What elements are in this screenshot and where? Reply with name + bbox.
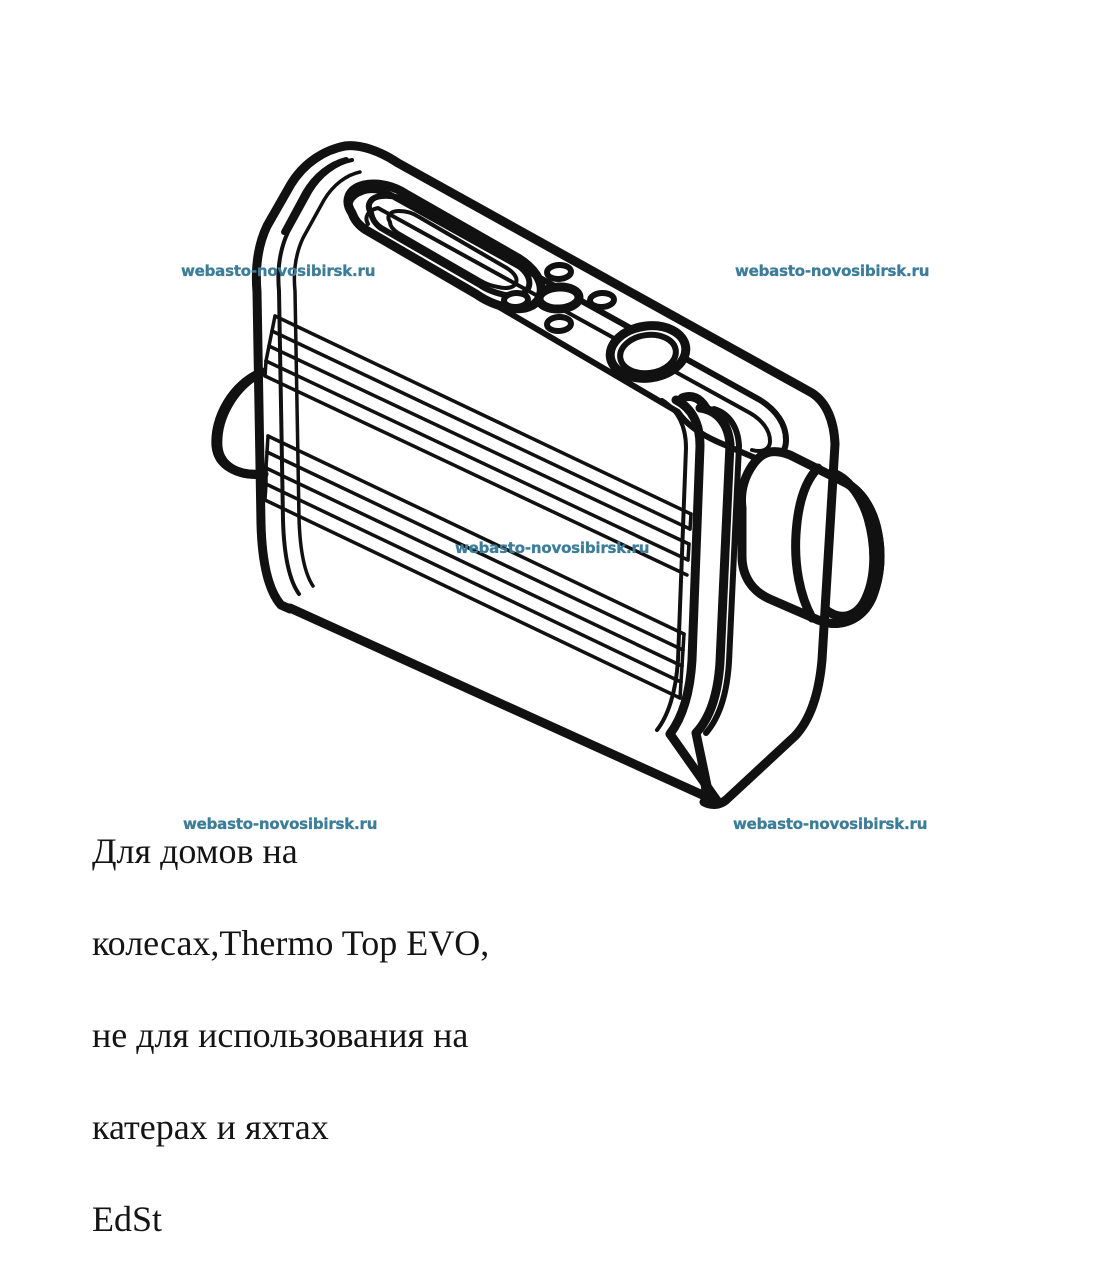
caption-line-5: EdSt	[92, 1199, 163, 1239]
watermark-lower-right: webasto-novosibirsk.ru	[733, 815, 928, 833]
watermark-lower-left: webasto-novosibirsk.ru	[183, 815, 378, 833]
caption-line-1: Для домов на	[92, 831, 298, 871]
page-root: .ln { fill:none; stroke:#111111; stroke-…	[92, 141, 930, 1239]
front-to-endcap-edge	[655, 395, 723, 807]
right-button[interactable]	[587, 289, 617, 311]
round-dial[interactable]	[605, 321, 691, 383]
upper-louver-band	[263, 314, 693, 577]
center-button[interactable]	[534, 282, 584, 314]
caption-line-2: колесах,Thermo Top EVO,	[92, 923, 490, 963]
up-button[interactable]	[544, 261, 574, 283]
down-button[interactable]	[544, 313, 574, 335]
watermark-top-left: webasto-novosibirsk.ru	[181, 262, 376, 280]
outlet-nozzle-front	[737, 447, 885, 628]
top-left-corner-fillet	[281, 157, 349, 235]
control-button-cluster[interactable]	[501, 261, 617, 335]
caption-block: Для домов на колесах,Thermo Top EVO, не …	[92, 782, 652, 1288]
right-end-cap	[677, 391, 742, 805]
watermark-middle: webasto-novosibirsk.ru	[455, 539, 650, 557]
watermark-top-right: webasto-novosibirsk.ru	[735, 262, 930, 280]
lower-louver-band	[263, 434, 686, 700]
caption-line-3: не для использования на	[92, 1015, 469, 1055]
left-button[interactable]	[501, 289, 531, 311]
caption-line-4: катерах и яхтах	[92, 1107, 329, 1147]
left-bracket-front	[213, 367, 269, 480]
heater-illustration: .ln { fill:none; stroke:#111111; stroke-…	[211, 141, 885, 809]
